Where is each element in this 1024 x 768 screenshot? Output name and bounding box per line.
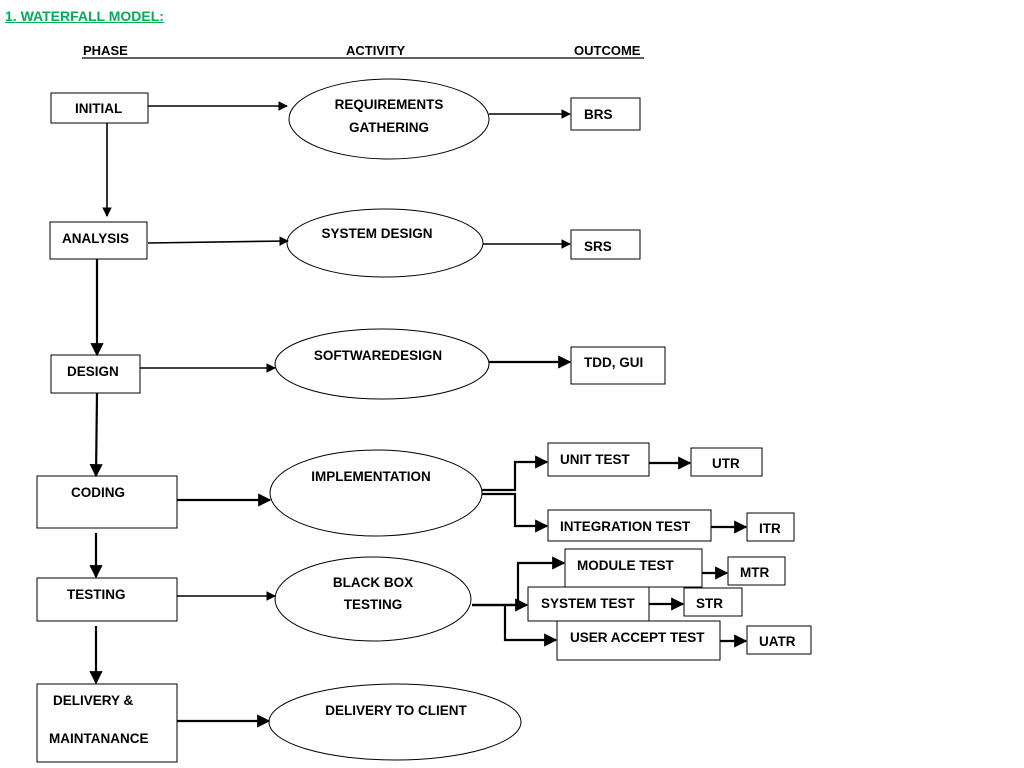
- activity-implementation: IMPLEMENTATION: [269, 449, 483, 537]
- outcome-tdd-gui: TDD, GUI: [570, 346, 666, 385]
- activity-software-design: SOFTWAREDESIGN: [274, 328, 490, 400]
- outcome-srs-label: SRS: [584, 239, 612, 254]
- phase-design: DESIGN: [50, 354, 141, 394]
- test-module: MODULE TEST: [564, 548, 703, 588]
- phase-analysis: ANALYSIS: [49, 221, 148, 260]
- report-mtr-label: MTR: [740, 565, 769, 580]
- arrow-design-to-coding: [89, 392, 103, 478]
- page-title: 1. WATERFALL MODEL:: [5, 8, 164, 24]
- report-utr: UTR: [690, 447, 763, 477]
- phase-coding-label: CODING: [71, 485, 125, 500]
- phase-design-label: DESIGN: [67, 364, 119, 379]
- activity-delivery-to-client: DELIVERY TO CLIENT: [268, 683, 522, 761]
- activity-system-design: SYSTEM DESIGN: [286, 208, 484, 278]
- activity-implementation-label: IMPLEMENTATION: [311, 469, 431, 484]
- test-integration-label: INTEGRATION TEST: [560, 519, 691, 534]
- arrow-analysis-to-system-design: [147, 236, 289, 246]
- test-unit: UNIT TEST: [547, 442, 650, 477]
- phase-testing-label: TESTING: [67, 587, 126, 602]
- report-mtr: MTR: [727, 556, 786, 586]
- report-itr: ITR: [746, 512, 795, 542]
- phase-analysis-label: ANALYSIS: [62, 231, 129, 246]
- activity-system-design-label: SYSTEM DESIGN: [321, 226, 432, 241]
- activity-software-design-label: SOFTWAREDESIGN: [314, 348, 442, 363]
- header-phase: PHASE: [83, 43, 128, 58]
- activity-requirements-line1: REQUIREMENTS: [335, 97, 444, 112]
- phase-delivery-label-1: DELIVERY &: [53, 693, 134, 708]
- test-unit-label: UNIT TEST: [560, 452, 631, 467]
- phase-testing: TESTING: [36, 577, 178, 622]
- outcome-tdd-gui-label: TDD, GUI: [584, 355, 643, 370]
- header-outcome: OUTCOME: [574, 43, 641, 58]
- activity-black-box-line1: BLACK BOX: [333, 575, 413, 590]
- outcome-brs-label: BRS: [584, 107, 613, 122]
- test-user-accept: USER ACCEPT TEST: [556, 620, 721, 661]
- phase-initial-label: INITIAL: [75, 101, 122, 116]
- phase-coding: CODING: [36, 475, 178, 529]
- test-user-accept-label: USER ACCEPT TEST: [570, 630, 705, 645]
- test-module-label: MODULE TEST: [577, 558, 675, 573]
- phase-delivery-label-2: MAINTANANCE: [49, 731, 149, 746]
- arrow-implementation-to-integration-test: [482, 492, 549, 533]
- report-uatr-label: UATR: [759, 634, 796, 649]
- test-system: SYSTEM TEST: [527, 586, 650, 622]
- report-str-label: STR: [696, 596, 723, 611]
- test-integration: INTEGRATION TEST: [547, 509, 712, 542]
- outcome-brs: BRS: [570, 97, 641, 131]
- phase-delivery: DELIVERY & MAINTANANCE: [36, 683, 178, 763]
- report-uatr: UATR: [746, 625, 812, 655]
- activity-requirements-line2: GATHERING: [349, 120, 429, 135]
- phase-initial: INITIAL: [50, 92, 149, 124]
- report-utr-label: UTR: [712, 456, 740, 471]
- outcome-srs: SRS: [570, 229, 641, 260]
- header-activity: ACTIVITY: [346, 43, 406, 58]
- test-system-label: SYSTEM TEST: [541, 596, 636, 611]
- arrow-implementation-to-unit-test: [482, 455, 549, 492]
- report-str: STR: [683, 587, 743, 617]
- activity-black-box-line2: TESTING: [344, 597, 403, 612]
- arrow-blackbox-to-user-accept-test: [503, 605, 558, 647]
- activity-requirements-gathering: REQUIREMENTS GATHERING: [288, 78, 490, 160]
- activity-delivery-label: DELIVERY TO CLIENT: [325, 703, 467, 718]
- activity-black-box-testing: BLACK BOX TESTING: [274, 556, 472, 642]
- report-itr-label: ITR: [759, 521, 781, 536]
- connector-arrows: [89, 101, 748, 728]
